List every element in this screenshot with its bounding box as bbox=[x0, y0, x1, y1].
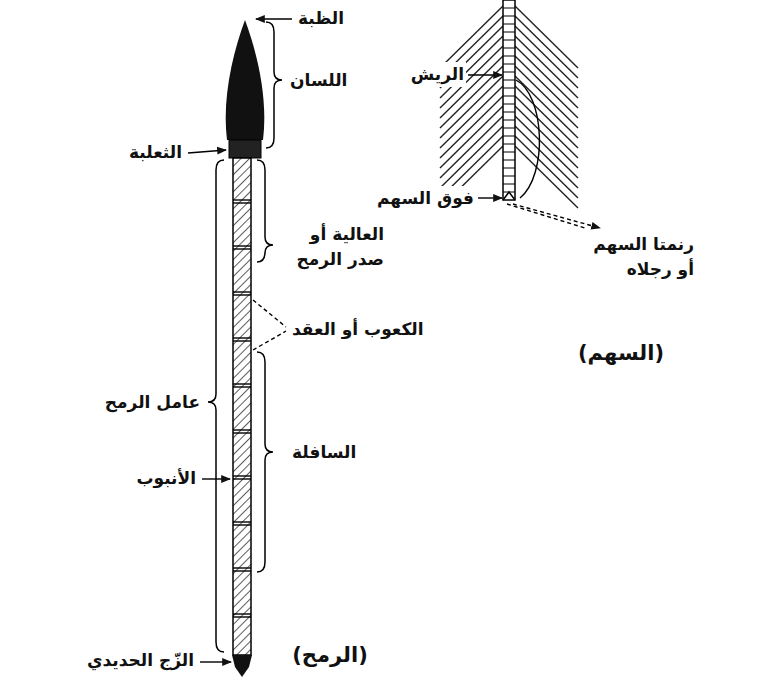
stroke bbox=[515, 96, 578, 158]
tip-label: الظبة bbox=[296, 6, 346, 31]
stroke bbox=[515, 16, 578, 78]
stroke bbox=[503, 128, 515, 129]
stroke bbox=[515, 146, 578, 208]
stroke bbox=[233, 475, 251, 476]
stroke bbox=[503, 24, 515, 25]
stroke bbox=[233, 429, 251, 430]
brace bbox=[257, 160, 273, 262]
stroke bbox=[515, 86, 578, 148]
stroke bbox=[503, 120, 515, 121]
stroke bbox=[503, 16, 515, 17]
stroke bbox=[233, 245, 251, 246]
stroke bbox=[503, 184, 515, 185]
stroke bbox=[503, 64, 515, 65]
spear-head bbox=[226, 20, 265, 140]
stroke bbox=[233, 340, 251, 341]
arrow-curve bbox=[516, 80, 539, 198]
stroke bbox=[233, 294, 251, 295]
upper-shaft-label: العالية أو صدر الرمح bbox=[282, 222, 386, 271]
nock-label: فوق السهم bbox=[375, 186, 476, 211]
stroke bbox=[503, 40, 515, 41]
stroke bbox=[233, 521, 251, 522]
stroke bbox=[503, 176, 515, 177]
butt-spike-label: الزّج الحديدي bbox=[85, 648, 196, 673]
stroke bbox=[233, 199, 251, 200]
shaft-label: عامل الرمح bbox=[103, 390, 202, 415]
stroke bbox=[440, 6, 503, 68]
spear-butt-spike bbox=[232, 655, 252, 677]
tube-label: الأنبوب bbox=[134, 466, 198, 491]
stroke bbox=[233, 248, 251, 249]
stroke bbox=[515, 66, 578, 128]
lower-shaft-label: السافلة bbox=[290, 440, 358, 465]
stroke bbox=[503, 96, 515, 97]
stroke bbox=[233, 570, 251, 571]
stroke bbox=[515, 46, 578, 108]
stroke bbox=[515, 6, 578, 68]
blade-label: اللسان bbox=[288, 68, 349, 93]
stroke bbox=[233, 432, 251, 433]
leader-lines bbox=[188, 19, 600, 662]
stroke bbox=[233, 383, 251, 384]
spear-ferrule bbox=[229, 140, 261, 158]
stroke bbox=[515, 116, 578, 178]
stroke bbox=[233, 567, 251, 568]
stroke bbox=[503, 88, 515, 89]
socket-label: الثعلبة bbox=[127, 140, 184, 165]
stroke bbox=[233, 524, 251, 525]
arrow-feet-label: رنمتا السهم أو رجلاه bbox=[574, 232, 696, 281]
stroke bbox=[503, 136, 515, 137]
spear-shaft bbox=[233, 158, 251, 655]
stroke bbox=[515, 106, 578, 168]
stroke bbox=[233, 291, 251, 292]
stroke bbox=[233, 478, 251, 479]
figure-caption: (السهم) bbox=[576, 338, 666, 368]
brace bbox=[208, 160, 224, 652]
stroke bbox=[515, 36, 578, 98]
stroke bbox=[515, 136, 578, 198]
brace bbox=[257, 352, 273, 572]
stroke bbox=[515, 126, 578, 188]
stroke bbox=[233, 613, 251, 614]
feathers-label: الريش bbox=[409, 62, 466, 87]
stroke bbox=[503, 8, 515, 9]
stroke bbox=[440, 116, 503, 178]
stroke bbox=[440, 106, 503, 168]
stroke bbox=[440, 86, 503, 148]
arrow-nock bbox=[503, 192, 515, 200]
stroke bbox=[503, 144, 515, 145]
brace bbox=[266, 22, 282, 148]
stroke bbox=[515, 26, 578, 88]
stroke bbox=[503, 48, 515, 49]
stroke bbox=[233, 202, 251, 203]
stroke bbox=[233, 337, 251, 338]
stroke bbox=[440, 126, 503, 188]
figure-caption: (الرمح) bbox=[290, 640, 369, 670]
stroke bbox=[233, 616, 251, 617]
stroke bbox=[233, 386, 251, 387]
stroke bbox=[515, 76, 578, 138]
stroke bbox=[503, 160, 515, 161]
stroke bbox=[503, 152, 515, 153]
stroke bbox=[503, 32, 515, 33]
stroke bbox=[503, 168, 515, 169]
stroke bbox=[440, 96, 503, 158]
stroke bbox=[503, 56, 515, 57]
stroke bbox=[503, 72, 515, 73]
stroke bbox=[503, 104, 515, 105]
knots-label: الكعوب أو العقد bbox=[290, 317, 426, 342]
arrow-shaft bbox=[503, 0, 515, 200]
stroke bbox=[503, 112, 515, 113]
stroke bbox=[503, 80, 515, 81]
